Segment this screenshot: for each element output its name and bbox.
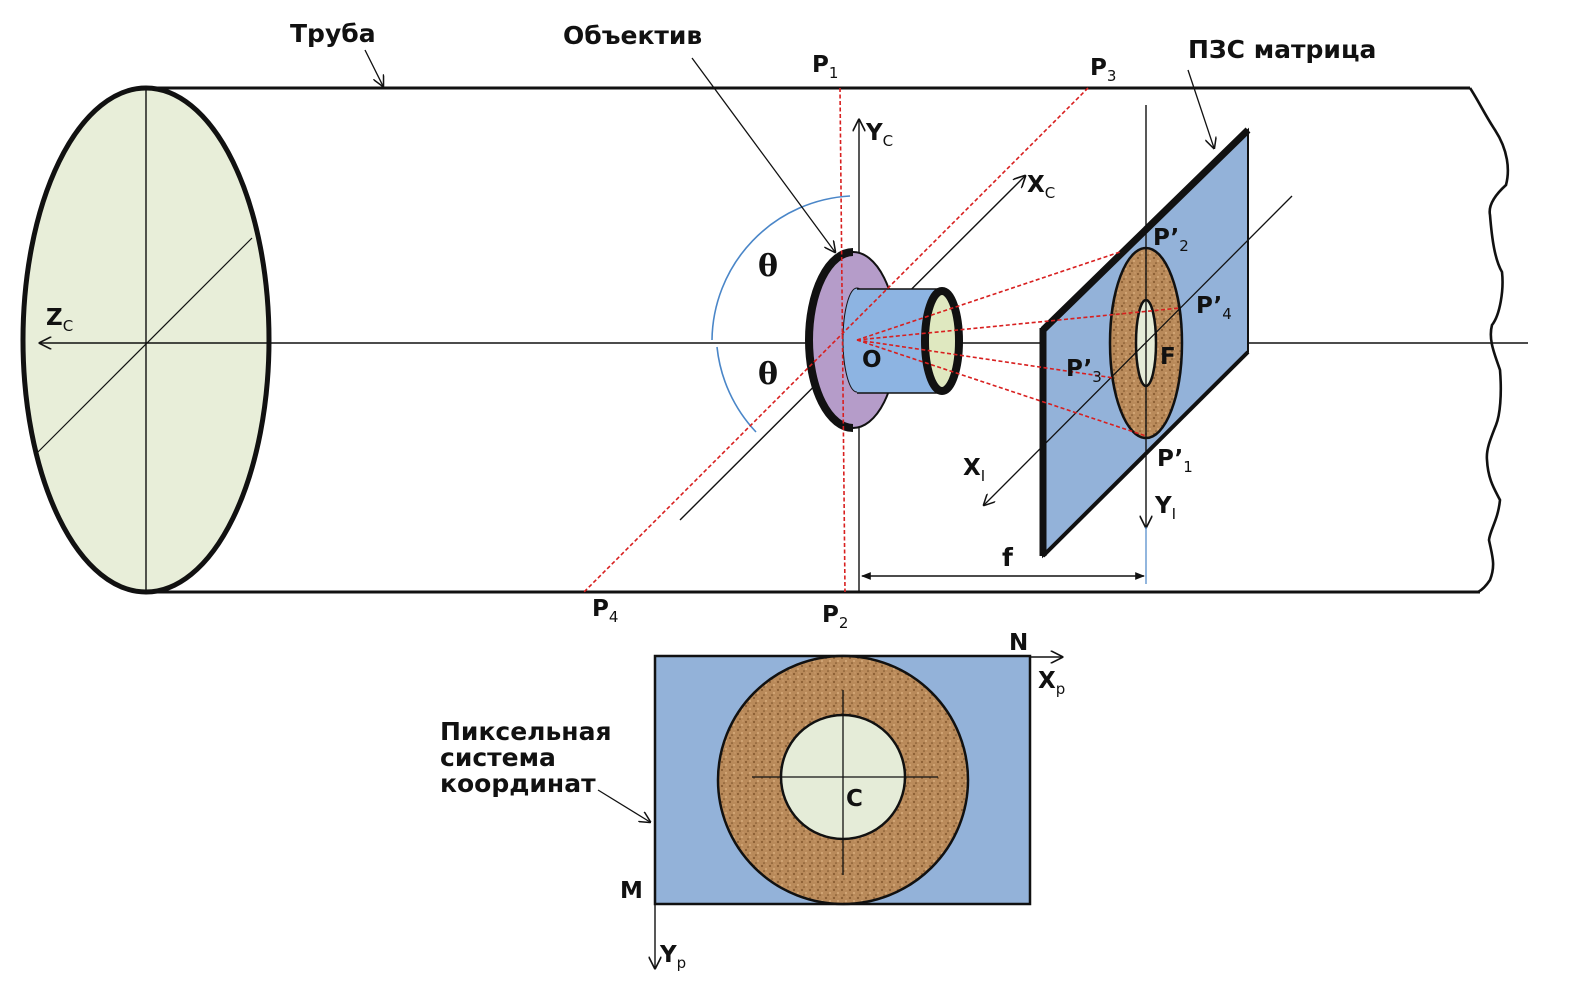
pipe-label: Труба [290, 19, 376, 48]
p4-image-label: P’4 [1196, 293, 1232, 323]
ray-to-p1-img [856, 339, 1147, 437]
lens-label: Объектив [563, 21, 702, 50]
ccd-label: ПЗС матрица [1188, 35, 1376, 64]
n-label: N [1009, 630, 1028, 656]
p3-image-label: P’3 [1066, 356, 1102, 386]
p1-image-label: P’1 [1157, 446, 1193, 476]
yp-label: Yp [659, 942, 686, 972]
p2-label: P2 [822, 602, 848, 632]
theta-lower-label: θ [758, 357, 778, 392]
pipe-label-pointer [364, 49, 383, 86]
xp-label: Xp [1038, 668, 1065, 698]
ccd-label-pointer [1187, 69, 1214, 148]
origin-label: O [862, 347, 882, 373]
yc-label: YC [865, 120, 893, 150]
yi-label: YI [1154, 493, 1176, 523]
pipe-broken-end [1468, 87, 1510, 594]
ccd-matrix [984, 105, 1293, 584]
focal-length-label: f [1002, 543, 1014, 572]
angle-arc-upper [711, 195, 851, 341]
zc-label: ZC [46, 305, 73, 335]
p4-label: P4 [592, 596, 618, 626]
angle-arc-lower [716, 346, 757, 433]
lens-glass [921, 287, 963, 395]
pixel-coordinate-system [597, 656, 1062, 968]
lens [805, 248, 963, 432]
p1-label: P1 [812, 52, 838, 82]
ray-to-p3-img [856, 339, 1115, 379]
pixel-label-pointer [597, 789, 650, 822]
pipe [20, 85, 1510, 595]
xi-label: XI [963, 455, 985, 485]
p3-label: P3 [1090, 55, 1116, 85]
center-label: C [846, 786, 863, 812]
pixel-system-label-line3: координат [440, 769, 596, 798]
pixel-system-label-line1: Пиксельная [440, 717, 612, 746]
pipe-end-diagonal-axis [34, 237, 253, 456]
projection-rays [583, 87, 1181, 593]
theta-upper-label: θ [758, 249, 778, 284]
xc-label: XC [1027, 172, 1055, 202]
p2-image-label: P’2 [1153, 225, 1189, 255]
lens-ring-rim [805, 248, 854, 432]
lens-label-pointer [691, 57, 835, 252]
pixel-system-label-line2: система [440, 743, 556, 772]
focus-label: F [1160, 344, 1176, 370]
ray-to-p2-img [856, 251, 1121, 341]
ray-to-p4-img [856, 307, 1181, 341]
m-label: M [620, 878, 643, 904]
xi-axis [984, 195, 1293, 505]
ray-p3-p4 [583, 87, 1089, 593]
